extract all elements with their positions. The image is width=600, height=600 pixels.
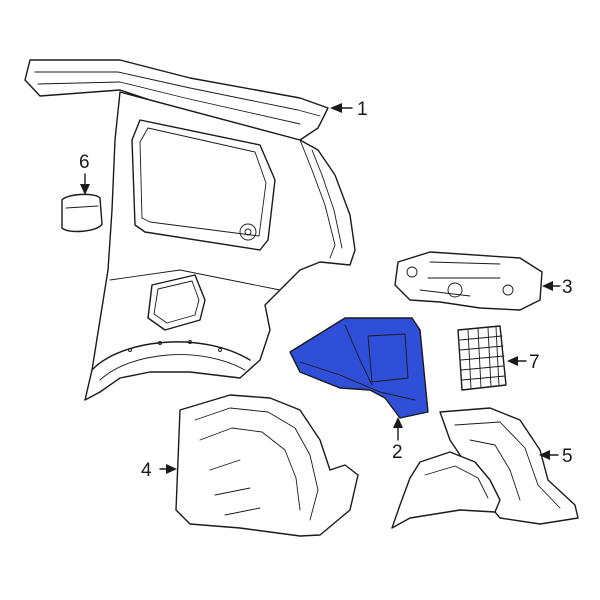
part-3-bracket[interactable] [394, 251, 543, 311]
callout-labels: 1 2 3 4 5 6 7 [79, 99, 573, 481]
part-7-grid-panel[interactable] [457, 325, 507, 391]
callout-2: 2 [392, 442, 403, 463]
part-1-quarter-panel[interactable] [24, 59, 356, 401]
callout-5: 5 [562, 446, 573, 467]
callout-4: 4 [141, 460, 152, 481]
callout-7: 7 [529, 352, 540, 373]
part-6-badge[interactable] [61, 193, 103, 233]
part-2-inner-panel-highlighted[interactable] [289, 317, 429, 419]
callout-6: 6 [79, 152, 90, 173]
callout-3: 3 [562, 277, 573, 298]
part-5-splash-shields[interactable] [391, 407, 579, 529]
part-4-wheelhouse-liner[interactable] [175, 394, 359, 537]
callout-leaders [80, 103, 561, 474]
callout-1: 1 [357, 99, 368, 120]
